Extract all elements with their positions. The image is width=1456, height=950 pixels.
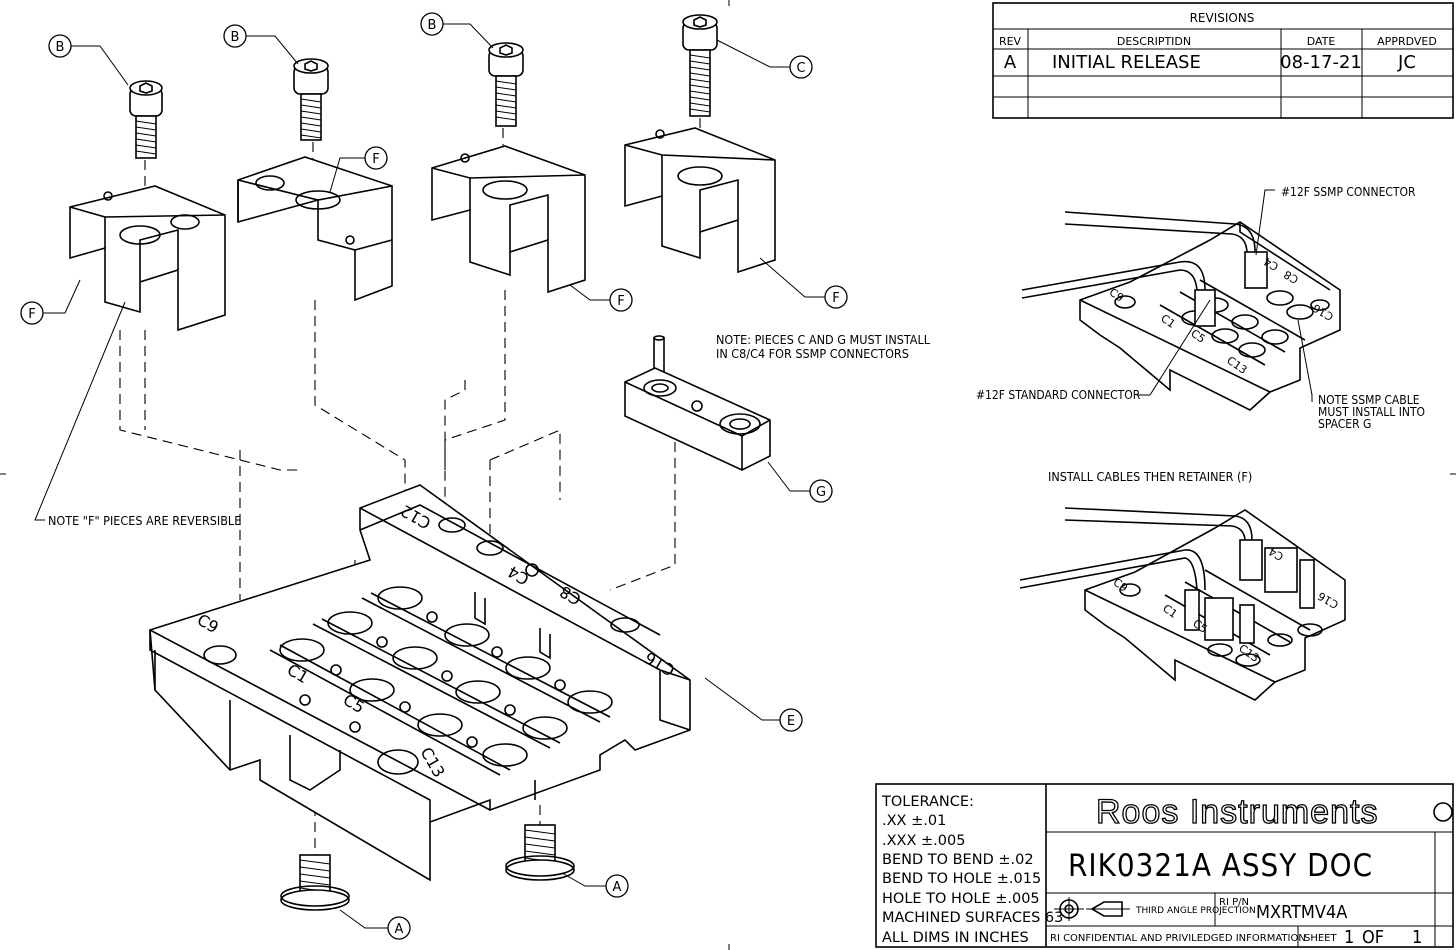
note-ssmp-cable-line1: NOTE SSMP CABLE bbox=[1318, 393, 1420, 407]
callout-f-1: F bbox=[364, 146, 388, 170]
rev-header-date: DATE bbox=[1307, 35, 1336, 48]
callout-f-2-letter: F bbox=[28, 307, 35, 322]
callout-g: G bbox=[809, 479, 833, 503]
rev-row-rev: A bbox=[1004, 52, 1017, 73]
retainer-f-4 bbox=[624, 127, 776, 274]
detail-bottom-c4: C4 bbox=[1267, 545, 1286, 564]
detail-top-c4: C4 bbox=[1262, 255, 1281, 274]
third-angle-projection-icon bbox=[1054, 897, 1130, 921]
pn-value: MXRTMV4A bbox=[1256, 902, 1347, 923]
confidential-label: RI CONFIDENTIAL AND PRIVILEDGED INFORMAT… bbox=[1050, 933, 1306, 944]
callout-a-1: A bbox=[387, 916, 411, 940]
callout-b-3: B bbox=[420, 12, 444, 36]
note-standard-connector: #12F STANDARD CONNECTOR bbox=[976, 388, 1141, 402]
detail-view-bottom: C9 C1 C5 C13 C4 C16 bbox=[1019, 507, 1346, 701]
rev-header-approved: APPRDVED bbox=[1377, 35, 1437, 48]
leader-standard-connector bbox=[1138, 299, 1211, 396]
note-install-cables: INSTALL CABLES THEN RETAINER (F) bbox=[1048, 469, 1252, 484]
note-ssmp-cable-line3: SPACER G bbox=[1318, 417, 1371, 431]
company-name: Roos Instruments bbox=[1096, 793, 1378, 831]
callout-b-1: B bbox=[48, 34, 72, 58]
revisions-table: REVISIONS REV DESCRIPTIDN DATE APPRDVED … bbox=[992, 2, 1454, 119]
revisions-title: REVISIONS bbox=[1190, 11, 1255, 25]
callout-f-3: F bbox=[609, 288, 633, 312]
retainer-f-3 bbox=[431, 145, 586, 294]
callout-b-2-letter: B bbox=[231, 30, 240, 45]
drawing-title: RIK0321A ASSY DOC bbox=[1068, 848, 1373, 884]
callout-b-1-letter: B bbox=[56, 40, 65, 55]
tolerance-line-2: .XXX ±.005 bbox=[882, 833, 965, 849]
pn-label: RI P/N bbox=[1219, 897, 1249, 908]
callout-a-2: A bbox=[605, 874, 629, 898]
screw-b-1 bbox=[129, 80, 163, 159]
sheet-number: 1 bbox=[1344, 927, 1354, 948]
callout-a-2-letter: A bbox=[613, 880, 622, 895]
base-e bbox=[149, 484, 691, 882]
detail-view-top: C9 C1 C5 C13 C8 C4 C16 bbox=[1021, 211, 1341, 411]
screw-a-1 bbox=[280, 854, 350, 911]
callout-e-letter: E bbox=[787, 714, 795, 729]
projection-label: THIRD ANGLE PROJECTION bbox=[1135, 906, 1256, 916]
callout-b-3-letter: B bbox=[428, 18, 437, 33]
callout-f-3-letter: F bbox=[617, 294, 624, 309]
callout-a-1-letter: A bbox=[395, 922, 404, 937]
note-pieces-c-g-line1: NOTE: PIECES C AND G MUST INSTALL bbox=[716, 332, 931, 347]
screw-a-2 bbox=[505, 824, 575, 881]
note-pieces-c-g-line2: IN C8/C4 FOR SSMP CONNECTORS bbox=[716, 346, 909, 361]
rev-row-date: 08-17-21 bbox=[1280, 52, 1362, 73]
spacer-g bbox=[624, 335, 771, 471]
note-ssmp-cable-line2: MUST INSTALL INTO bbox=[1318, 405, 1425, 419]
detail-top-c8: C8 bbox=[1282, 268, 1301, 287]
note-ssmp-connector: #12F SSMP CONNECTOR bbox=[1281, 185, 1416, 199]
screw-c bbox=[682, 14, 718, 117]
screw-b-2 bbox=[293, 58, 329, 141]
screw-b-3 bbox=[488, 42, 524, 127]
callout-f-4: F bbox=[824, 285, 848, 309]
company-logo-circle bbox=[1433, 802, 1453, 822]
tolerance-line-7: ALL DIMS IN INCHES bbox=[882, 930, 1029, 946]
retainer-f-2 bbox=[237, 156, 393, 302]
callout-leaders bbox=[34, 23, 825, 929]
of-label: OF bbox=[1362, 927, 1384, 948]
retainer-f-1 bbox=[69, 185, 226, 332]
rev-header-rev: REV bbox=[999, 35, 1022, 48]
tolerance-line-4: BEND TO HOLE ±.015 bbox=[882, 871, 1041, 887]
callout-f-4-letter: F bbox=[832, 291, 839, 306]
callout-f-1-letter: F bbox=[372, 152, 379, 167]
rev-row-description: INITIAL RELEASE bbox=[1052, 52, 1201, 73]
tolerance-line-0: TOLERANCE: bbox=[881, 794, 974, 810]
callout-f-2: F bbox=[20, 301, 44, 325]
rev-header-description: DESCRIPTIDN bbox=[1117, 35, 1191, 48]
title-block bbox=[875, 783, 1454, 948]
tolerance-line-1: .XX ±.01 bbox=[882, 813, 946, 829]
rev-row-approved: JC bbox=[1397, 52, 1416, 73]
callout-c-letter: C bbox=[796, 61, 805, 76]
tolerance-notes: TOLERANCE: .XX ±.01 .XXX ±.005 BEND TO B… bbox=[881, 794, 1063, 946]
leader-ssmp-cable bbox=[1297, 319, 1313, 402]
callout-g-letter: G bbox=[816, 485, 826, 500]
tolerance-line-6: MACHINED SURFACES 63 bbox=[882, 910, 1063, 926]
leader-ssmp-connector bbox=[1255, 189, 1275, 256]
sheet-label: SHEET bbox=[1304, 933, 1338, 944]
callout-e: E bbox=[779, 708, 803, 732]
note-f-reversible: NOTE "F" PIECES ARE REVERSIBLE bbox=[48, 513, 241, 528]
sheet-total: 1 bbox=[1412, 927, 1422, 948]
callout-b-2: B bbox=[223, 24, 247, 48]
tolerance-line-5: HOLE TO HOLE ±.005 bbox=[882, 891, 1040, 907]
callout-c: C bbox=[789, 55, 813, 79]
tolerance-line-3: BEND TO BEND ±.02 bbox=[882, 852, 1034, 868]
